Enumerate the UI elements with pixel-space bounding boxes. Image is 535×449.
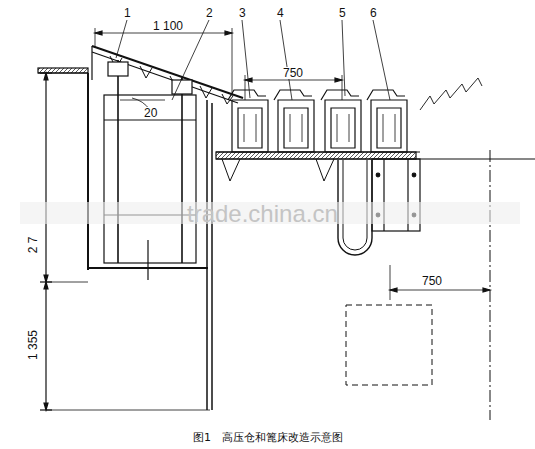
grate-trough [274, 90, 314, 152]
dimension-text: 1 100 [152, 20, 184, 32]
grate-trough [321, 90, 361, 152]
grate-trough [228, 90, 268, 152]
angle-text: 20 [143, 107, 158, 119]
callout-number: 6 [370, 7, 377, 19]
dimension-text: 750 [282, 67, 304, 79]
figure-caption: 图1 高压仓和篦床改造示意图 [193, 432, 343, 443]
callout-number: 1 [124, 7, 131, 19]
grate-bar [383, 114, 395, 142]
grate-trough [367, 90, 407, 152]
dimension-text: 750 [421, 275, 443, 287]
grate-bar [244, 114, 256, 142]
dimension-text: 2 7 [27, 236, 39, 255]
callout-number: 4 [277, 7, 284, 19]
callout-number: 3 [239, 7, 246, 19]
dimension-text: 1 355 [27, 329, 39, 361]
grate-bar [290, 114, 302, 142]
callout-number: 2 [206, 7, 213, 19]
grate-bar [337, 114, 349, 142]
callout-number: 5 [339, 7, 346, 19]
watermark: trade.china.cn [187, 202, 338, 226]
